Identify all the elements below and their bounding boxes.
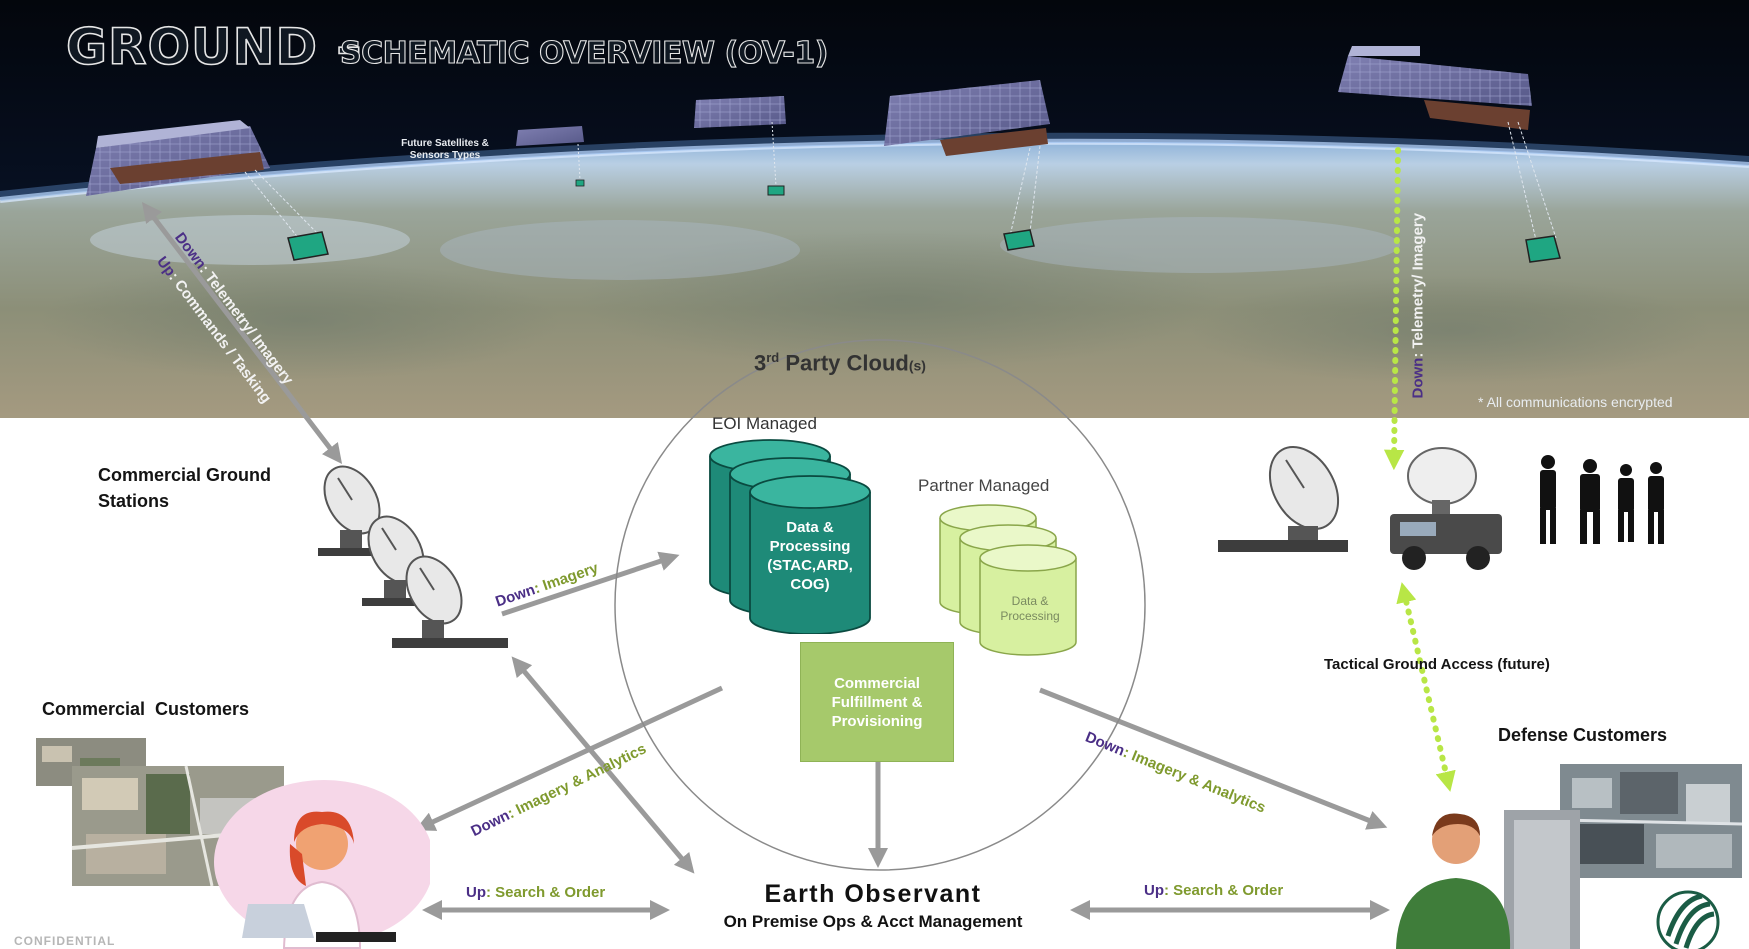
partner-managed-label: Partner Managed: [918, 476, 1050, 495]
label-commercial-uplink: Up: Search & Order: [466, 884, 606, 901]
defense-customers-label: Defense Customers: [1498, 725, 1668, 745]
satellite-4: [884, 80, 1050, 251]
person-icon: [1396, 813, 1511, 949]
satellite-layer: [86, 46, 1561, 263]
arrow-stations-to-earth-observant: [511, 656, 695, 874]
label-right-downlink: Down: Telemetry/ Imagery: [1409, 212, 1427, 399]
dish-icon: [1218, 446, 1348, 552]
arrow-satellite-to-stations: [141, 202, 343, 464]
commercial-fulfillment-box: Commercial Fulfillment & Provisioning: [800, 642, 954, 762]
laptop-icon: [242, 904, 396, 942]
future-satellites-label: Future Satellites & Sensors Types: [401, 138, 489, 161]
arrow-satellite-to-tactical: [1383, 147, 1405, 471]
tactical-ground-access-label: Tactical Ground Access (future): [1324, 656, 1550, 673]
partner-data-processing-label: Data & Processing: [1000, 594, 1060, 623]
soldiers-icon: [1540, 455, 1664, 544]
cloud-boundary: [614, 339, 1146, 871]
cloud-title: 3rd Party Cloud(s): [754, 350, 926, 376]
person-icon: [282, 811, 362, 949]
encryption-note: * All communications encrypted: [1478, 394, 1673, 410]
earth-observant-subtitle: On Premise Ops & Acct Management: [723, 912, 1023, 931]
confidential-mark: CONFIDENTIAL: [14, 934, 116, 948]
earth-observant-title: Earth Observant: [764, 880, 982, 908]
title-main: GROUND –: [65, 17, 363, 77]
commercial-customers-label: Commercial Customers: [42, 699, 250, 719]
military-truck-icon: [1390, 447, 1502, 570]
label-defense-uplink: Up: Search & Order: [1144, 882, 1284, 899]
defense-imagery-tile: [1560, 764, 1742, 878]
partner-managed-storage: [939, 504, 1077, 656]
eoi-managed-storage: [709, 439, 871, 634]
commercial-ground-station-dishes: [318, 465, 508, 648]
arrow-tactical-to-defense: [1396, 582, 1456, 792]
dish-icon: [318, 465, 381, 556]
defense-customer-person: [1396, 810, 1720, 949]
commercial-customer-person: [214, 780, 430, 949]
satellite-3: [694, 96, 786, 196]
arrow-cloud-to-defense: [1039, 687, 1388, 830]
company-logo-icon: [1656, 890, 1720, 949]
eoi-data-processing-label: Data & Processing (STAC,ARD, COG): [767, 519, 853, 593]
satellite-5: [1338, 46, 1561, 263]
commercial-ground-stations-label: Commercial Ground Stations: [98, 465, 272, 511]
tactical-ground-assets: [1218, 446, 1664, 570]
satellite-1: [86, 120, 329, 261]
title-sub: SCHEMATIC OVERVIEW (OV-1): [339, 35, 829, 71]
eoi-managed-label: EOI Managed: [712, 414, 817, 433]
dish-icon: [392, 555, 508, 648]
arrow-cloud-to-commercial: [414, 685, 724, 831]
arrow-stations-to-cloud: [501, 551, 680, 617]
satellite-2: [516, 126, 585, 187]
